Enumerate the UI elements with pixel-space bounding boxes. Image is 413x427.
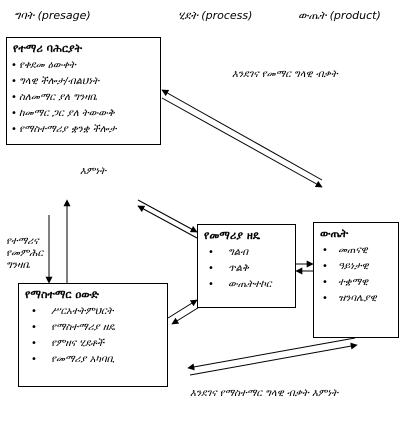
teacher-box-title: የማስተማር ዐውድ: [25, 288, 99, 301]
arrow-product-to-teacher-bottom: [187, 337, 356, 371]
list-item: ዓይነታዊ: [314, 259, 398, 275]
list-item: ግላዊ ችሎታ/ብልህነት: [7, 74, 160, 90]
label-under-student: እምነት: [80, 166, 106, 177]
student-box-list: የቀደመ ዕውቀት ግላዊ ችሎታ/ብልህነት ስለመማር ያለ ግንዛቤ ከመ…: [7, 58, 160, 138]
list-item: የቀደመ ዕውቀት: [7, 58, 160, 74]
list-item: ስለመማር ያለ ግንዛቤ: [7, 90, 160, 106]
side-line: የመምሕር: [6, 248, 43, 259]
product-box-title: ውጤት: [320, 227, 349, 240]
teacher-box-list: ሥርአተትምህርት የማስተማሪያ ዘዴ የምዘና ሂደቶች የመማሪያ አካባ…: [19, 304, 167, 368]
list-item: መጠናዊ: [314, 243, 398, 259]
arrow-student-to-product-top: [161, 97, 323, 188]
side-line: ግንዛቤ: [6, 260, 31, 271]
arrow-product-to-student-top: [161, 89, 323, 181]
process-box-title: የመማሪያ ዘዴ: [204, 229, 261, 242]
arrow-process-to-teacher: [171, 305, 202, 325]
arrow-student-to-process: [137, 199, 198, 233]
arrow-teacher-to-product-bottom: [189, 342, 358, 376]
list-item: ከመማር ጋር ያለ ትውውቅ: [7, 106, 160, 122]
outcome-box: ውጤት መጠናዊ ዓይነታዊ ተቋማዊ ዝንባሌያዊ: [313, 222, 399, 338]
label-bottom: እንደገና የማስተማር ግላዊ ብቃት እምነት: [190, 388, 338, 399]
list-item: የማስተማሪያ ዘዴ: [19, 320, 167, 336]
list-item: የማስተማሪያ ቋንቋ ችሎታ: [7, 122, 160, 138]
list-item: ተቋማዊ: [314, 275, 398, 291]
label-side-perception: የተማሪና የመምሕር ግንዛቤ: [6, 236, 43, 272]
list-item: የመማሪያ አካባቢ: [19, 352, 167, 368]
process-box-list: ግልብ ጥልቅ ውጤትተኮር: [198, 245, 295, 293]
list-item: ግልብ: [198, 245, 295, 261]
header-product: ውጤት (product): [298, 9, 381, 22]
learning-approach-box: የመማሪያ ዘዴ ግልብ ጥልቅ ውጤትተኮር: [197, 224, 296, 308]
label-top-right: እንደገና የመማር ግላዊ ብቃት: [232, 69, 338, 80]
list-item: ጥልቅ: [198, 261, 295, 277]
header-process: ሂደት (process): [178, 9, 253, 22]
student-box-title: የተማሪ ባሕርያት: [13, 42, 83, 55]
arrow-process-to-student: [137, 205, 198, 239]
list-item: ዝንባሌያዊ: [314, 291, 398, 307]
list-item: ሥርአተትምህርት: [19, 304, 167, 320]
list-item: ውጤትተኮር: [198, 277, 295, 293]
product-box-list: መጠናዊ ዓይነታዊ ተቋማዊ ዝንባሌያዊ: [314, 243, 398, 307]
teaching-context-box: የማስተማር ዐውድ ሥርአተትምህርት የማስተማሪያ ዘዴ የምዘና ሂደቶ…: [18, 283, 168, 387]
arrow-teacher-to-process: [167, 299, 198, 319]
list-item: የምዘና ሂደቶች: [19, 336, 167, 352]
student-characteristics-box: የተማሪ ባሕርያት የቀደመ ዕውቀት ግላዊ ችሎታ/ብልህነት ስለመማር…: [6, 37, 161, 145]
side-line: የተማሪና: [6, 236, 39, 247]
header-presage: ግባት (presage): [14, 9, 91, 22]
